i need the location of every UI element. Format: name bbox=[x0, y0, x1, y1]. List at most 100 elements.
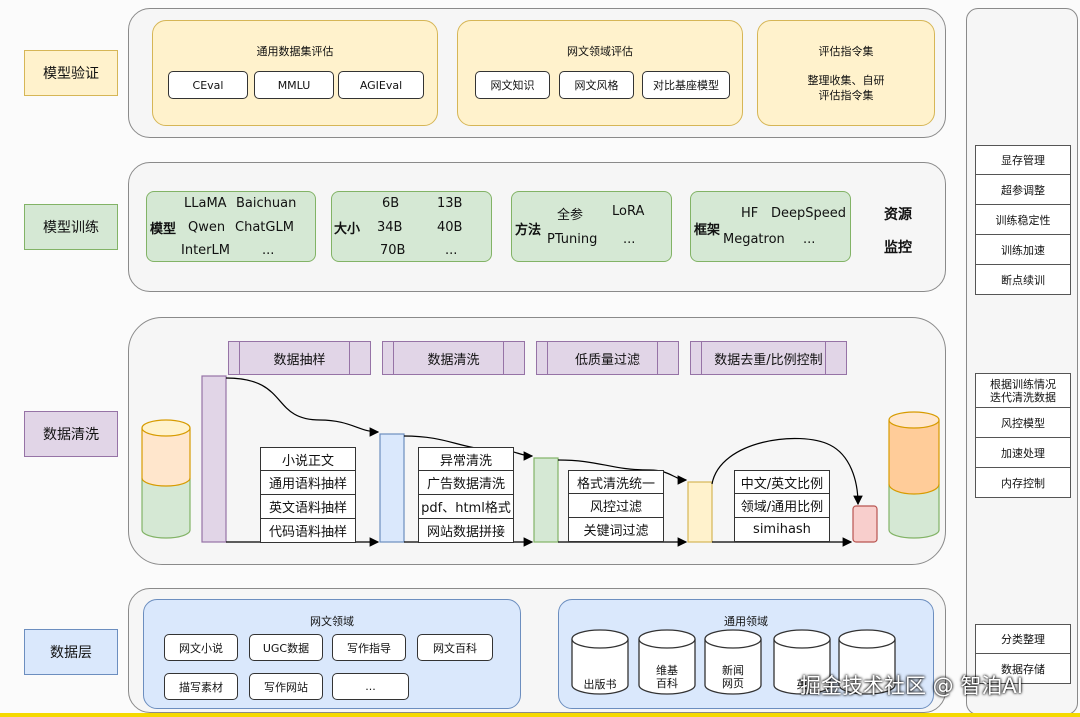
model-label: 模型 bbox=[150, 222, 177, 237]
side-item: 加速处理 bbox=[975, 438, 1071, 468]
web-item: 写作指导 bbox=[332, 634, 406, 661]
dedup-list: 中文/英文比例 领域/通用比例 simihash bbox=[734, 470, 830, 542]
list-item: 领域/通用比例 bbox=[734, 494, 830, 518]
method-item: LoRA bbox=[612, 204, 645, 219]
layer-label-cleaning: 数据清洗 bbox=[24, 411, 118, 457]
method-item: PTuning bbox=[547, 232, 598, 247]
model-item: Qwen bbox=[188, 220, 226, 235]
size-item: 13B bbox=[437, 196, 463, 211]
model-item: Baichuan bbox=[236, 196, 297, 211]
side-item: 数据存储 bbox=[975, 654, 1071, 684]
eval-item-base-compare: 对比基座模型 bbox=[642, 71, 730, 99]
stage-tab-sampling: 数据抽样 bbox=[228, 341, 371, 375]
eval-item-agieval: AGIEval bbox=[338, 71, 424, 99]
method-item: 全参 bbox=[557, 208, 584, 223]
instr-line: 整理收集、自研 bbox=[807, 74, 885, 87]
side-item: 训练加速 bbox=[975, 235, 1071, 265]
size-item: ... bbox=[445, 243, 458, 258]
framework-item: ... bbox=[803, 232, 816, 247]
list-item: 网站数据拼接 bbox=[418, 519, 514, 543]
flow-arrow bbox=[711, 437, 863, 506]
size-item: 6B bbox=[382, 196, 400, 211]
general-item-books: 出版书 bbox=[583, 678, 617, 691]
general-item-wiki: 维基 百科 bbox=[656, 664, 678, 690]
cleaning-list: 异常清洗 广告数据清洗 pdf、html格式 网站数据拼接 bbox=[418, 447, 514, 543]
resource-monitor-text: 资源 bbox=[884, 207, 912, 223]
side-item: 根据训练情况 迭代清洗数据 bbox=[975, 373, 1071, 408]
group-title: 评估指令集 bbox=[818, 45, 874, 58]
framework-item: DeepSpeed bbox=[771, 206, 847, 221]
stage-bar-dedup bbox=[687, 481, 713, 543]
size-item: 34B bbox=[377, 220, 403, 235]
model-item: LLaMA bbox=[184, 196, 227, 211]
web-item: UGC数据 bbox=[249, 634, 323, 661]
framework-item: HF bbox=[741, 206, 759, 221]
list-item: 关键词过滤 bbox=[568, 518, 664, 542]
general-item-news: 新闻 网页 bbox=[722, 664, 744, 690]
layer-label-text: 数据清洗 bbox=[43, 427, 99, 443]
general-domain-cylinders bbox=[571, 629, 896, 695]
list-item: 风控过滤 bbox=[568, 494, 664, 518]
side-item: 超参调整 bbox=[975, 175, 1071, 205]
group-title: 通用数据集评估 bbox=[256, 45, 334, 58]
web-item: 写作网站 bbox=[249, 673, 323, 700]
sampling-list: 小说正文 通用语料抽样 英文语料抽样 代码语料抽样 bbox=[260, 447, 356, 543]
model-group: 模型 LLaMA Baichuan Qwen ChatGLM InterLM .… bbox=[146, 191, 316, 262]
stage-bar-sampling bbox=[201, 375, 227, 543]
training-ops-list: 显存管理 超参调整 训练稳定性 训练加速 断点续训 bbox=[975, 145, 1071, 295]
group-title: 网文领域 bbox=[310, 615, 354, 628]
size-item: 40B bbox=[437, 220, 463, 235]
web-item: 网文百科 bbox=[417, 634, 493, 661]
stage-bar-filtering bbox=[533, 457, 559, 543]
size-group: 大小 6B 13B 34B 40B 70B ... bbox=[331, 191, 492, 262]
group-title: 通用领域 bbox=[724, 615, 768, 628]
layer-label-text: 数据层 bbox=[50, 645, 92, 661]
web-item: ... bbox=[332, 673, 409, 700]
eval-item-web-knowledge: 网文知识 bbox=[475, 71, 550, 99]
stage-tab-filtering: 低质量过滤 bbox=[536, 341, 679, 375]
web-item: 网文小说 bbox=[164, 634, 238, 661]
side-item: 显存管理 bbox=[975, 145, 1071, 175]
layer-label-data: 数据层 bbox=[24, 629, 118, 675]
flow-arrow bbox=[225, 377, 380, 437]
method-item: ... bbox=[623, 232, 636, 247]
group-title: 网文领域评估 bbox=[567, 45, 633, 58]
source-database-icon bbox=[141, 419, 191, 539]
framework-label: 框架 bbox=[694, 223, 721, 238]
framework-item: Megatron bbox=[723, 232, 785, 247]
stage-bar-cleaning bbox=[379, 433, 405, 543]
side-item: 内存控制 bbox=[975, 468, 1071, 498]
side-item: 分类整理 bbox=[975, 624, 1071, 654]
general-item-english: 英 bbox=[796, 678, 808, 691]
side-item: 断点续训 bbox=[975, 265, 1071, 295]
layer-label-text: 模型验证 bbox=[43, 66, 99, 82]
model-item: ChatGLM bbox=[235, 220, 294, 235]
bottom-strip bbox=[0, 713, 1080, 717]
flow-arrow bbox=[557, 459, 688, 485]
target-database-icon bbox=[888, 411, 940, 539]
layer-label-validation: 模型验证 bbox=[24, 50, 118, 96]
eval-item-web-style: 网文风格 bbox=[559, 71, 634, 99]
web-domain-group: 网文领域 网文小说 UGC数据 写作指导 网文百科 描写素材 写作网站 ... bbox=[143, 599, 521, 709]
list-item: 代码语料抽样 bbox=[260, 519, 356, 543]
method-label: 方法 bbox=[515, 223, 542, 238]
stage-tab-dedup: 数据去重/比例控制 bbox=[690, 341, 847, 375]
method-group: 方法 全参 LoRA PTuning ... bbox=[511, 191, 672, 262]
size-item: 70B bbox=[380, 243, 406, 258]
list-item: pdf、html格式 bbox=[418, 495, 514, 519]
list-item: simihash bbox=[734, 518, 830, 542]
instr-line: 评估指令集 bbox=[818, 89, 874, 102]
framework-group: 框架 HF DeepSpeed Megatron ... bbox=[690, 191, 851, 262]
stage-bar-output bbox=[852, 505, 878, 543]
cleaning-ops-list: 根据训练情况 迭代清洗数据 风控模型 加速处理 内存控制 bbox=[975, 373, 1071, 498]
layer-label-training: 模型训练 bbox=[24, 204, 118, 250]
list-item: 广告数据清洗 bbox=[418, 471, 514, 495]
resource-monitor-text: 监控 bbox=[884, 240, 912, 256]
list-item: 格式清洗统一 bbox=[568, 470, 664, 494]
layer-label-text: 模型训练 bbox=[43, 220, 99, 236]
eval-item-mmlu: MMLU bbox=[254, 71, 334, 99]
size-label: 大小 bbox=[334, 222, 361, 237]
list-item: 小说正文 bbox=[260, 447, 356, 471]
side-item: 训练稳定性 bbox=[975, 205, 1071, 235]
instruction-set-group: 评估指令集 整理收集、自研 评估指令集 bbox=[757, 20, 935, 126]
